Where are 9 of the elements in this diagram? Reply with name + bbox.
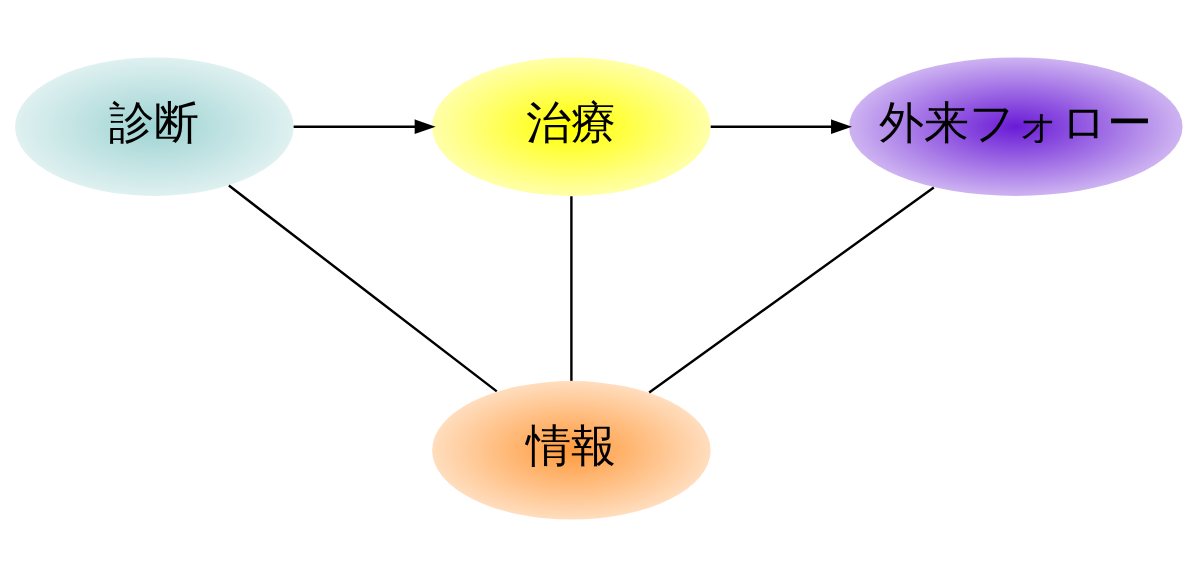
node-ellipse: 外来フォロー <box>849 56 1183 196</box>
connector <box>570 195 573 381</box>
connector <box>648 185 935 394</box>
node-ellipse: 治療 <box>432 56 711 196</box>
connector <box>228 184 498 392</box>
arrow <box>293 118 436 134</box>
arrow <box>710 118 853 134</box>
node-ellipse: 診断 <box>15 56 294 196</box>
node-ellipse: 情報 <box>432 380 711 520</box>
